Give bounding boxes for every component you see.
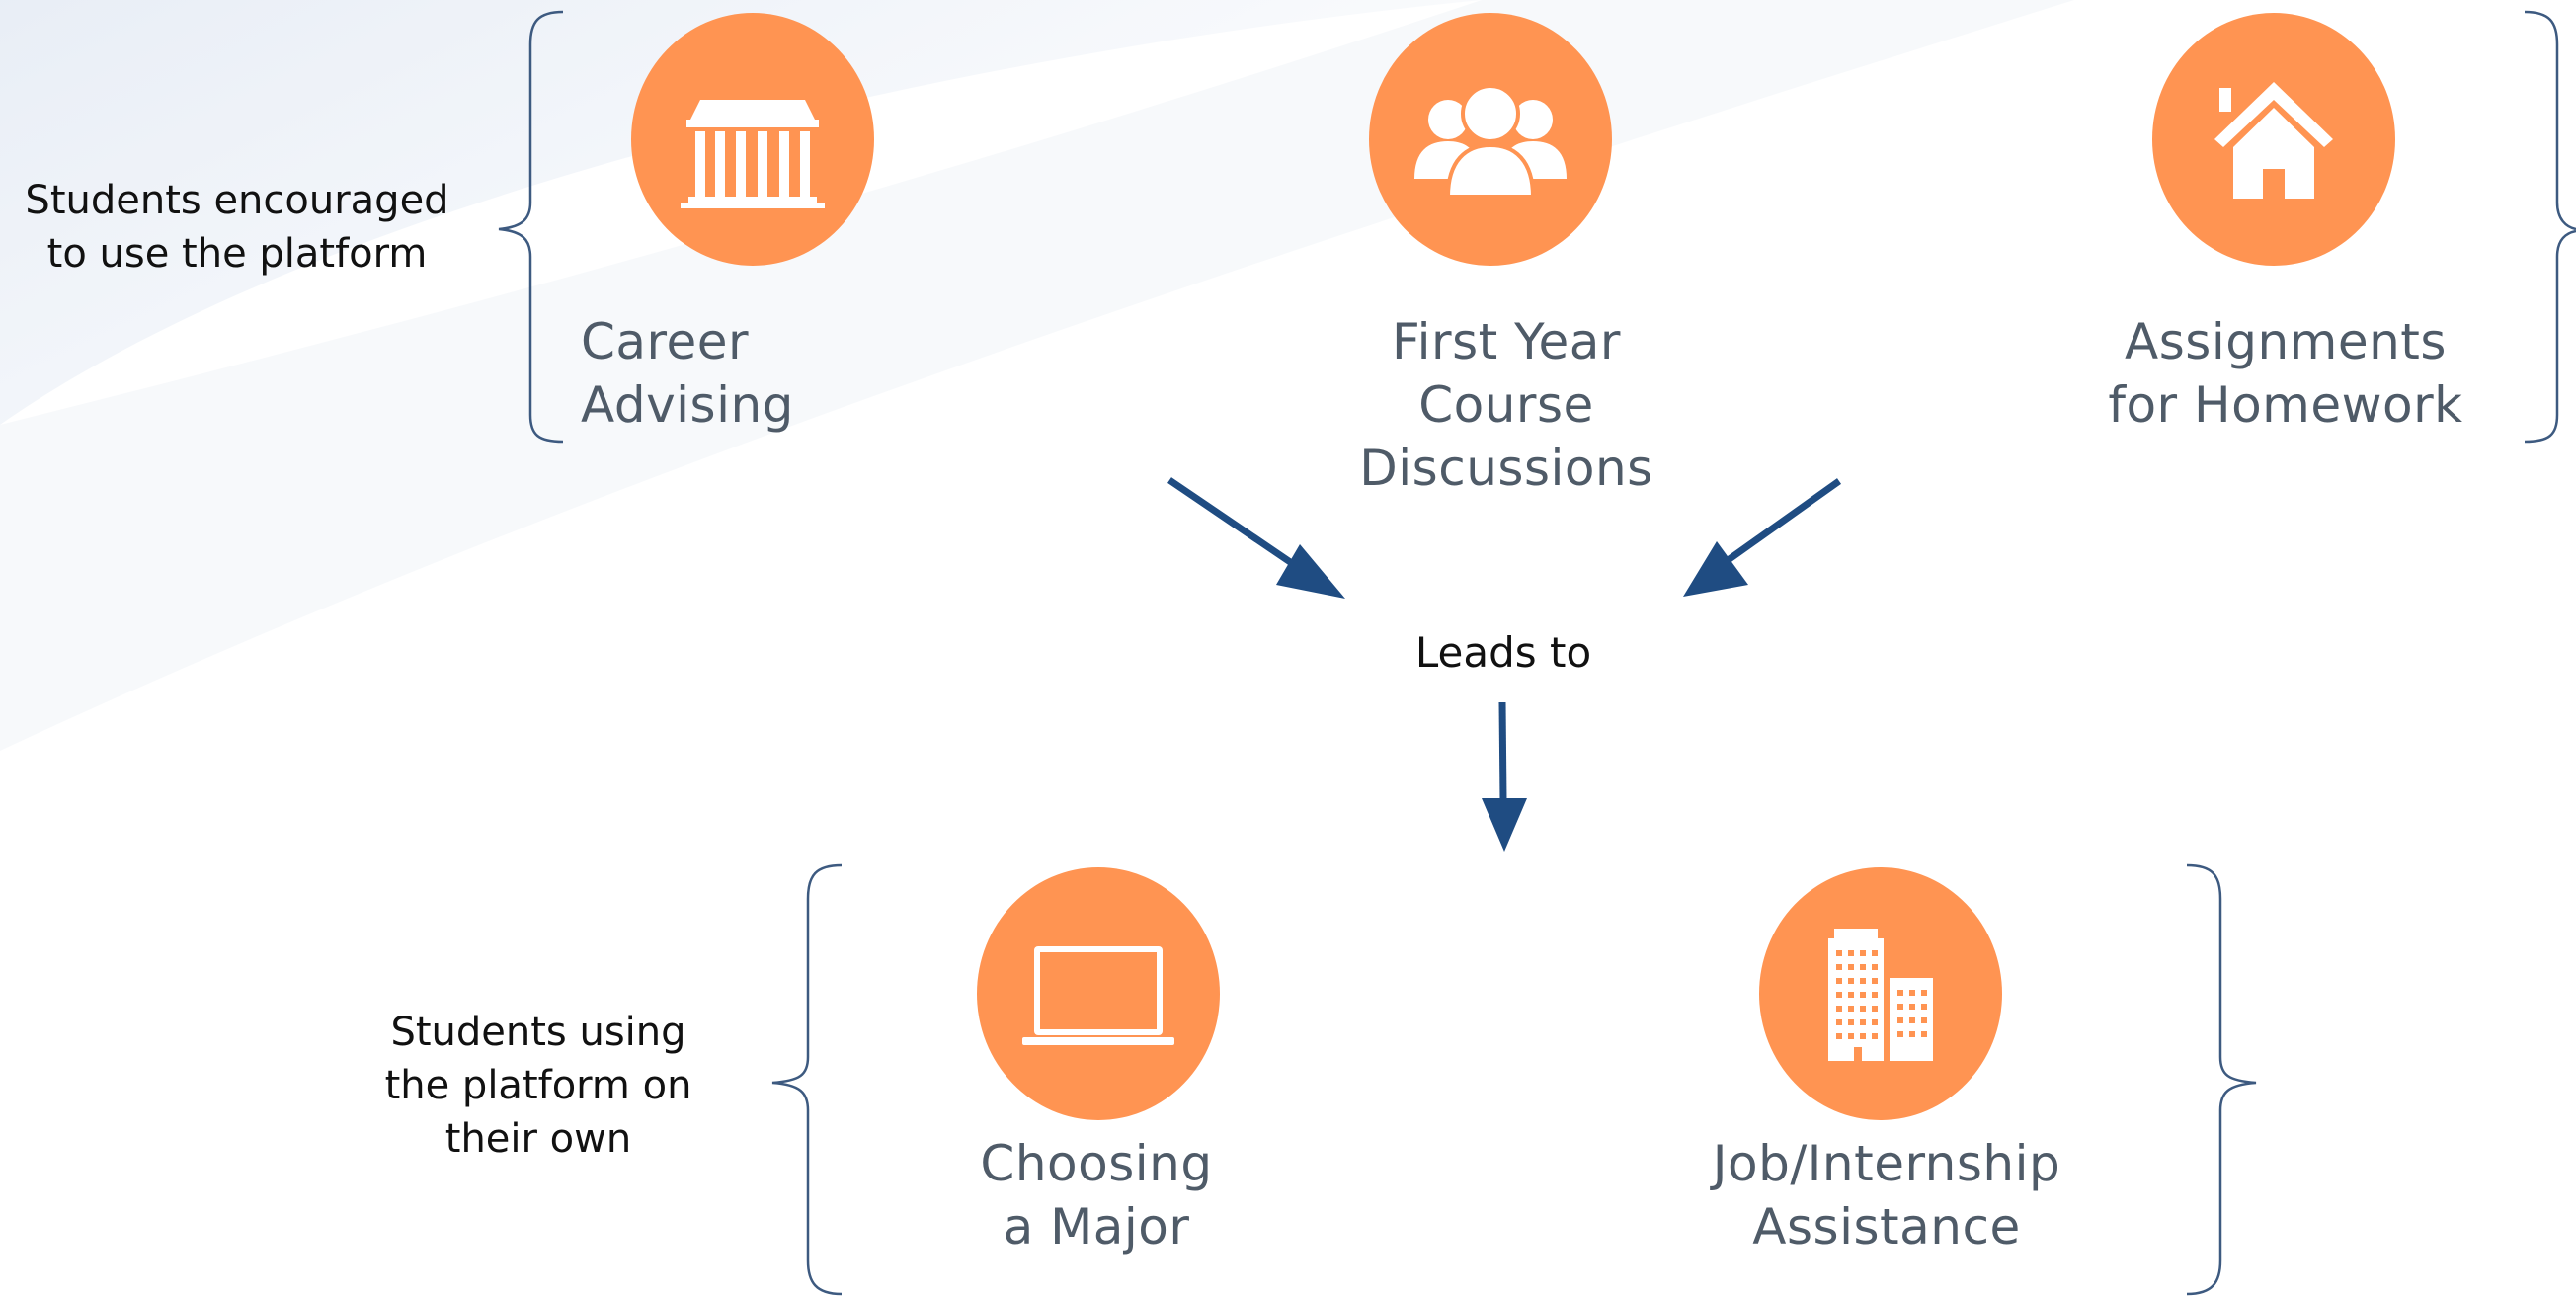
first-year-label: First Year Course Discussions (1359, 313, 1653, 497)
top-group-label: Students encouraged to use the platform (25, 178, 449, 277)
first-year-node (1369, 13, 1612, 266)
arrow-right-to-leads (1724, 478, 1842, 564)
assignments-node (2152, 13, 2395, 266)
bottom-left-brace (771, 863, 843, 1296)
career-advising-node (631, 13, 874, 266)
bottom-group-label: Students using the platform on their own (384, 1010, 692, 1162)
arrowhead-left (1276, 544, 1345, 599)
top-right-brace (2524, 10, 2576, 444)
arrow-left-to-leads (1167, 477, 1304, 573)
choosing-major-node (977, 867, 1220, 1120)
arrowhead-down (1482, 798, 1527, 852)
arrowhead-right (1683, 541, 1748, 597)
choosing-major-label: Choosing a Major (980, 1135, 1213, 1256)
house-icon (2214, 82, 2333, 199)
job-internship-node (1759, 867, 2002, 1120)
top-left-brace (498, 10, 564, 444)
assignments-label: Assignments for Homework (2108, 313, 2463, 434)
leads-to-label: Leads to (1414, 628, 1592, 677)
group-people-icon (1414, 84, 1567, 199)
office-buildings-icon (1828, 929, 1933, 1061)
building-columns-icon (681, 100, 825, 208)
job-internship-label: Job/Internship Assistance (1712, 1135, 2061, 1256)
bottom-right-brace (2186, 863, 2257, 1296)
career-advising-label: Career Advising (581, 313, 794, 434)
laptop-icon (1022, 946, 1174, 1045)
arrow-down-from-leads (1498, 701, 1507, 801)
